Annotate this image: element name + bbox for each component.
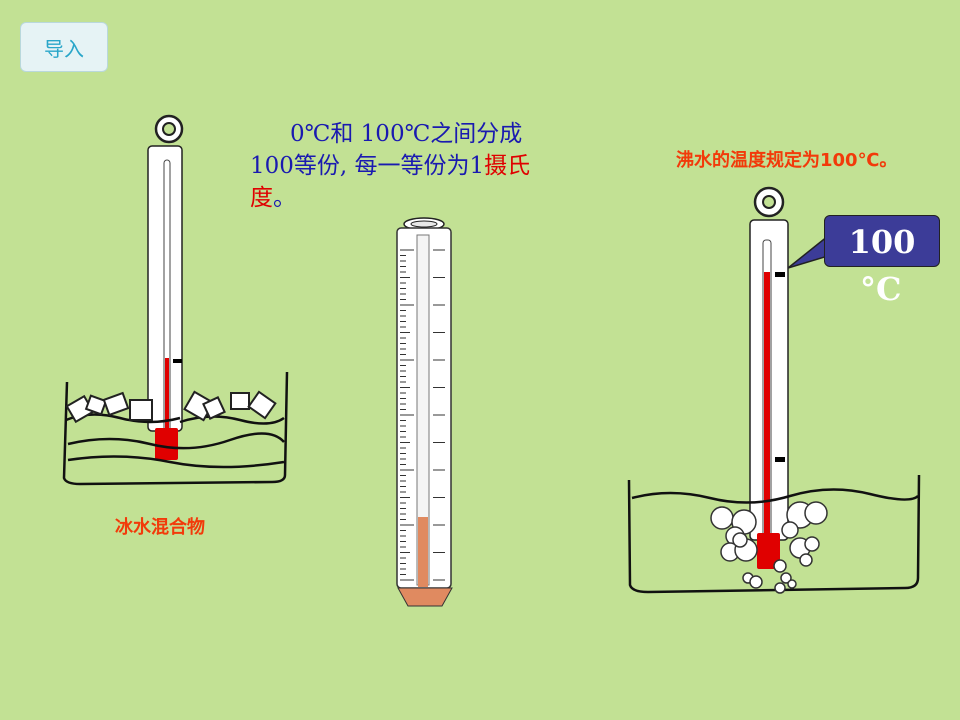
bubbles (710, 501, 828, 594)
ice-water-thermometer (147, 114, 184, 460)
callout-unit: °C (860, 270, 902, 308)
callout-value: 100 (824, 215, 940, 267)
description-line-1: 0℃和 100℃之间分成 (290, 121, 523, 147)
callout-pointer (787, 234, 829, 269)
ice-water-label: 冰水混合物 (115, 517, 205, 538)
ice-cubes (65, 390, 277, 424)
lab-thermometer (396, 217, 453, 607)
description-line-3: 度。 (250, 185, 296, 211)
description-text: 0℃和 100℃之间分成 100等份, 每一等份为1摄氏 度。 (250, 118, 590, 214)
boiling-water-thermometer (749, 186, 789, 569)
boiling-water-label: 沸水的温度规定为100℃。 (676, 150, 898, 171)
intro-button[interactable]: 导入 (20, 22, 108, 72)
description-line-2: 100等份, 每一等份为1摄氏 (250, 153, 531, 179)
